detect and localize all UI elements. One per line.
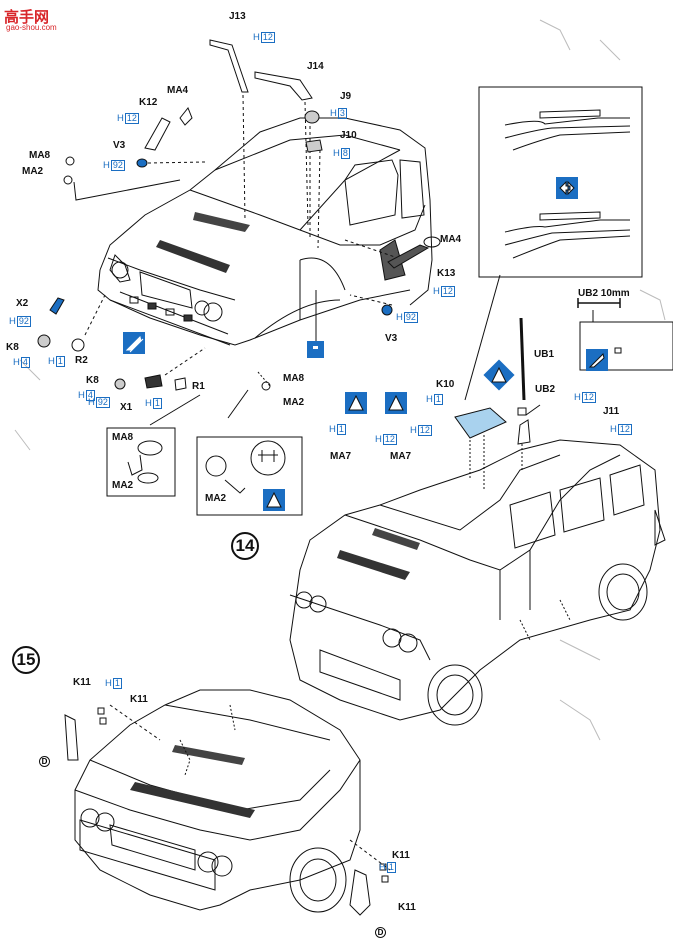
label-j13: J13 [229, 11, 246, 22]
wiper-parts [209, 39, 323, 249]
watermark-logo: 高手网 [4, 9, 50, 26]
label-ma2-top: MA2 [22, 166, 44, 177]
label-k8-left: K8 [6, 342, 19, 353]
front-pin-block [307, 290, 324, 358]
label-x2: X2 [16, 298, 29, 309]
car-lower-illustration [289, 439, 666, 726]
label-d-a: D [39, 756, 50, 767]
label-ma8-top: MA8 [29, 150, 51, 161]
label-ma2-box2: MA2 [205, 493, 227, 504]
ub2-ruler [577, 298, 673, 371]
bleedthrough-marks [14, 19, 666, 741]
label-v3-right: V3 [385, 333, 398, 344]
label-ub2-dimension: UB2 10mm [578, 288, 630, 299]
step-14-number: 14 [231, 532, 259, 560]
label-x1: X1 [120, 402, 133, 413]
label-r2: R2 [75, 355, 88, 366]
label-k11-a: K11 [73, 677, 91, 688]
label-j9: J9 [340, 91, 352, 102]
label-k8-mid: K8 [86, 375, 99, 386]
label-ma7-b: MA7 [390, 451, 412, 462]
label-ma8-box: MA8 [112, 432, 134, 443]
label-v3-top: V3 [113, 140, 126, 151]
label-ub2: UB2 [535, 384, 556, 395]
label-j11: J11 [603, 406, 620, 417]
label-k11-b: K11 [130, 694, 148, 705]
label-ma7-a: MA7 [330, 451, 352, 462]
label-j10: J10 [340, 130, 357, 141]
label-k11-d: K11 [398, 902, 416, 913]
label-d-b: D [375, 927, 386, 938]
label-ma4-top: MA4 [167, 85, 189, 96]
label-ma2-box: MA2 [112, 480, 134, 491]
label-r1: R1 [192, 381, 205, 392]
watermark-url: gao-shou.com [6, 23, 57, 32]
step-15-number: 15 [12, 646, 40, 674]
label-ma8-mid: MA8 [283, 373, 305, 384]
car-step15-illustration [64, 689, 391, 916]
mirror-parts [63, 107, 441, 269]
paint-markers [123, 332, 515, 511]
label-k11-c: K11 [392, 850, 410, 861]
roof-parts [454, 317, 541, 490]
front-small-parts [37, 294, 393, 391]
label-ub1: UB1 [534, 349, 555, 360]
ma8-detail-box [106, 371, 303, 516]
label-k13: K13 [437, 268, 456, 279]
wiper-detail-inset [464, 86, 643, 401]
label-j14: J14 [307, 61, 324, 72]
label-k10: K10 [436, 379, 455, 390]
label-ma4-right: MA4 [440, 234, 462, 245]
label-ma2-mid: MA2 [283, 397, 305, 408]
label-k12: K12 [139, 97, 158, 108]
